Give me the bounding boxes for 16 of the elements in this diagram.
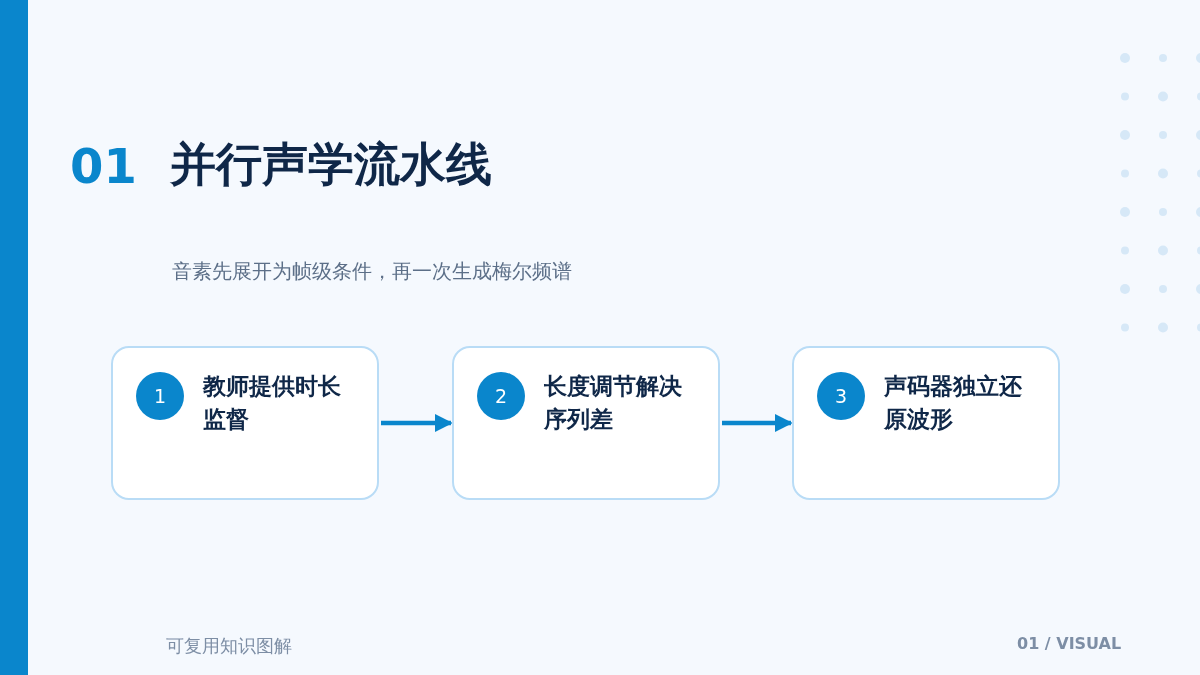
arrow <box>722 414 793 432</box>
step-text: 声码器独立还原波形 <box>884 372 1023 435</box>
arrow <box>381 414 453 432</box>
footer-text: 可复用知识图解 <box>166 634 292 658</box>
step-text: 教师提供时长监督 <box>203 372 342 435</box>
section-number: 01 <box>70 138 137 194</box>
step-card <box>452 346 720 500</box>
step-number: 1 <box>136 372 184 420</box>
step-card <box>792 346 1060 500</box>
step-card <box>111 346 379 500</box>
step-number: 3 <box>817 372 865 420</box>
step-text: 长度调节解决序列差 <box>544 372 683 435</box>
title: 并行声学流水线 <box>170 136 492 193</box>
step-number: 2 <box>477 372 525 420</box>
page-tag: 01 / VISUAL <box>1017 634 1122 653</box>
subtitle: 音素先展开为帧级条件，再一次生成梅尔频谱 <box>172 258 572 285</box>
